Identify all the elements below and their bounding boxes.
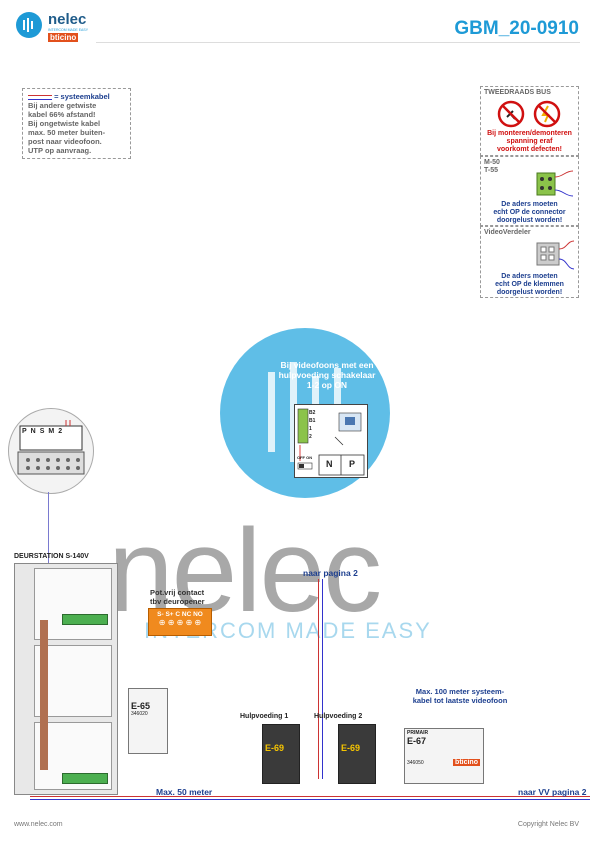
switch-pin: 2	[309, 434, 312, 440]
deurstation-riser	[40, 620, 48, 770]
cable-blue	[322, 579, 323, 779]
cable-note-line: kabel 66% afstand!	[28, 110, 96, 119]
bus-panel: TWEEDRAADS BUS Bij monteren/demonteren s…	[480, 86, 579, 156]
connector-pin: N	[30, 428, 40, 435]
cable-note-line: Bij ongetwiste kabel	[28, 119, 101, 128]
e67-device: PRIMAIR E-67 346050 bticino	[404, 728, 484, 784]
connector-pin: S	[39, 428, 49, 435]
terminal-strip	[62, 614, 108, 625]
switch-n: N	[326, 459, 333, 469]
switch-pin: B1	[309, 418, 316, 424]
naar-vv-label: naar VV pagina 2	[518, 787, 587, 797]
e69-device-2: E-69	[338, 724, 376, 784]
bus-msg-line: voorkomt defecten!	[497, 146, 562, 153]
brand-name: nelec	[48, 11, 87, 28]
e69-device-1: E-69	[262, 724, 300, 784]
cable-red	[318, 579, 319, 779]
footer-right: Copyright Nelec BV	[517, 821, 579, 828]
switch-p: P	[349, 459, 356, 469]
hulpvoeding-1-label: Hulpvoeding 1	[240, 713, 289, 720]
vv-msg-line: De aders moeten	[501, 273, 558, 280]
deurstation-label: DEURSTATION S-140V	[14, 553, 89, 560]
videofoon-note-line: 1-2 op ON	[306, 380, 348, 390]
m50-msg-line: doorgelust worden!	[496, 217, 563, 224]
relay-terminals: S- S+ C NC NO	[157, 611, 203, 618]
cable-legend: = systeemkabel	[54, 92, 110, 101]
bus-panel-title: TWEEDRAADS BUS	[484, 89, 551, 96]
connector-detail-circle	[8, 408, 94, 494]
relay-title-line: Pot.vrij contact	[150, 588, 205, 597]
vv-msg-line: doorgelust worden!	[496, 289, 563, 296]
m50-panel: M-50 T-55 De aders moeten echt OP de con…	[480, 156, 579, 226]
e67-name: E-67	[407, 736, 427, 746]
relay-title-line: tbv deuropener	[150, 597, 205, 606]
relay-screws-icon: ⊕ ⊕ ⊕ ⊕ ⊕	[158, 618, 202, 627]
m50-msg-line: echt OP de connector	[493, 209, 566, 216]
e67-brand: bticino	[453, 759, 480, 766]
cable-note: = systeemkabel Bij andere getwiste kabel…	[22, 88, 131, 159]
max100-line: kabel tot laatste videofoon	[412, 696, 508, 705]
switch-block-drawing-icon	[297, 408, 365, 476]
brand-tagline: INTERCOM MADE EASY	[48, 28, 89, 32]
header-rule	[96, 42, 580, 43]
connector-icon	[536, 170, 574, 197]
cable-note-line: Bij andere getwiste	[28, 101, 97, 110]
switch-pin: 1	[309, 426, 312, 432]
naar-pagina-2: naar pagina 2	[303, 568, 358, 578]
document-code: GBM_20-0910	[454, 18, 579, 39]
bticino-logo: bticino	[48, 33, 79, 42]
m50-title: M-50	[484, 159, 500, 166]
videoverdeler-title: VideoVerdeler	[484, 229, 531, 236]
m50-msg-line: De aders moeten	[501, 201, 558, 208]
connector-lead-line	[48, 492, 49, 574]
videofoon-switch-block: B2 B1 1 2 OFF ON N P	[294, 404, 368, 478]
cable-note-line: max. 50 meter buiten-	[28, 128, 106, 137]
videoverdeler-panel: VideoVerdeler De aders moeten echt OP de…	[480, 226, 579, 298]
e69-1-name: E-69	[265, 743, 285, 753]
footer-left: www.nelec.com	[14, 821, 63, 828]
connector-pin: P	[22, 428, 31, 435]
cable-note-line: post naar videofoon.	[28, 137, 102, 146]
vv-msg-line: echt OP de klemmen	[495, 281, 564, 288]
switch-pin: B2	[309, 410, 316, 416]
t55-title: T-55	[484, 167, 499, 174]
max-50-label: Max. 50 meter	[156, 787, 213, 797]
bus-cable-red	[30, 796, 590, 797]
hulpvoeding-2-label: Hulpvoeding 2	[314, 713, 363, 720]
e69-2-name: E-69	[341, 743, 361, 753]
bus-cable-blue	[30, 799, 590, 800]
e65-name: E-65	[131, 701, 151, 711]
bus-msg-line: spanning eraf	[506, 138, 553, 145]
connector-detail-icon	[17, 420, 85, 475]
connector-pin: M	[48, 428, 59, 435]
e67-primair: PRIMAIR	[407, 730, 429, 736]
relay-module: S- S+ C NC NO ⊕ ⊕ ⊕ ⊕ ⊕	[148, 608, 212, 636]
videoverdeler-icon	[536, 240, 575, 270]
e67-code: 346050	[407, 760, 424, 766]
terminal-strip	[62, 773, 108, 784]
videofoon-note-line: hulpvoeding schakelaar	[278, 370, 376, 380]
e65-code: 346020	[131, 711, 148, 717]
cable-note-line: UTP op aanvraag.	[28, 146, 92, 155]
logo-bars-icon	[23, 18, 33, 32]
no-power-icon	[497, 100, 561, 128]
e65-device: E-65 346020	[128, 688, 168, 754]
max100-line: Max. 100 meter systeem-	[415, 687, 505, 696]
bus-msg-line: Bij monteren/demonteren	[487, 130, 572, 137]
systemcable-legend-icon	[28, 94, 52, 100]
connector-pin: 2	[58, 428, 67, 435]
off-on-label: OFF ON	[297, 455, 313, 460]
nelec-logo-icon	[16, 12, 42, 38]
videofoon-note-line: Bij videofoons met een	[280, 360, 374, 370]
